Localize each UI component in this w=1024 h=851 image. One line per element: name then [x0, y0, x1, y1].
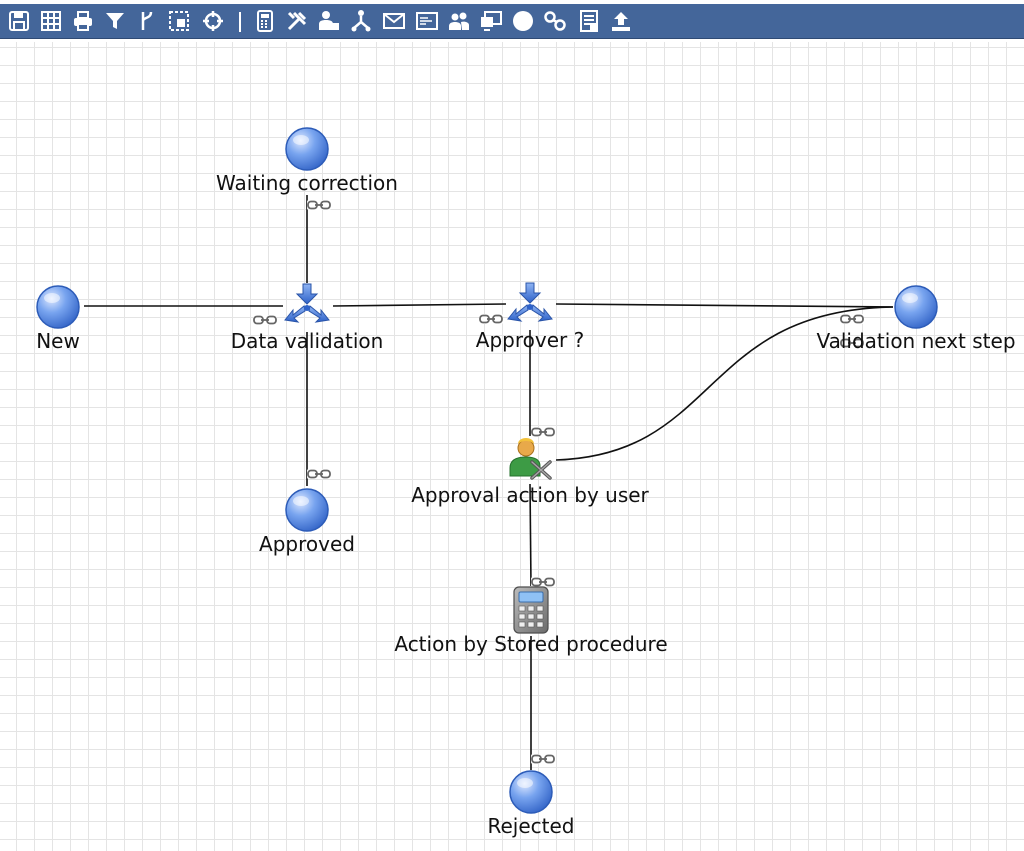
save-icon[interactable]: [7, 9, 31, 33]
node-action-by-stored-procedure[interactable]: Action by Stored procedure: [394, 586, 668, 656]
node-label: Data validation: [231, 329, 384, 353]
print-icon[interactable]: [71, 9, 95, 33]
branch-icon[interactable]: [135, 9, 159, 33]
center-icon[interactable]: [201, 9, 225, 33]
node-label: New: [36, 329, 80, 353]
link-icon[interactable]: [543, 9, 567, 33]
node-label: Action by Stored procedure: [394, 632, 667, 656]
diagram-canvas[interactable]: [0, 42, 1024, 851]
node-approver[interactable]: Approver ?: [476, 282, 584, 352]
toolbar: [0, 0, 1024, 40]
select-area-icon[interactable]: [167, 9, 191, 33]
monitor-icon[interactable]: [479, 9, 503, 33]
user-action-icon[interactable]: [317, 9, 341, 33]
state-node-icon: [509, 770, 553, 814]
node-validation-next-step[interactable]: Validation next step: [816, 285, 1016, 353]
document-icon[interactable]: [577, 9, 601, 33]
users-icon[interactable]: [447, 9, 471, 33]
node-approved[interactable]: Approved: [259, 488, 355, 556]
state-node-icon: [285, 488, 329, 532]
calculator-icon[interactable]: [253, 9, 277, 33]
node-waiting-correction[interactable]: Waiting correction: [216, 127, 398, 195]
tools-icon[interactable]: [285, 9, 309, 33]
window-icon[interactable]: [415, 9, 439, 33]
calculator-icon: [513, 586, 549, 634]
node-new[interactable]: New: [36, 285, 80, 353]
state-node-icon: [894, 285, 938, 329]
user-action-icon: [509, 438, 552, 480]
node-label: Approver ?: [476, 328, 584, 352]
grid-icon[interactable]: [39, 9, 63, 33]
node-label: Validation next step: [816, 329, 1015, 353]
node-approval-action-by-user[interactable]: Approval action by user: [411, 438, 650, 507]
upload-icon[interactable]: [609, 9, 633, 33]
circle-icon[interactable]: [511, 9, 535, 33]
mail-icon[interactable]: [382, 9, 406, 33]
node-data-validation[interactable]: Data validation: [231, 283, 384, 353]
node-label: Waiting correction: [216, 171, 398, 195]
state-node-icon: [36, 285, 80, 329]
node-label: Approval action by user: [411, 483, 649, 507]
split-icon[interactable]: [349, 9, 373, 33]
node-label: Rejected: [487, 814, 574, 838]
node-rejected[interactable]: Rejected: [487, 770, 575, 838]
filter-icon[interactable]: [103, 9, 127, 33]
node-label: Approved: [259, 532, 355, 556]
toolbar-separator: [239, 12, 241, 32]
state-node-icon: [285, 127, 329, 171]
